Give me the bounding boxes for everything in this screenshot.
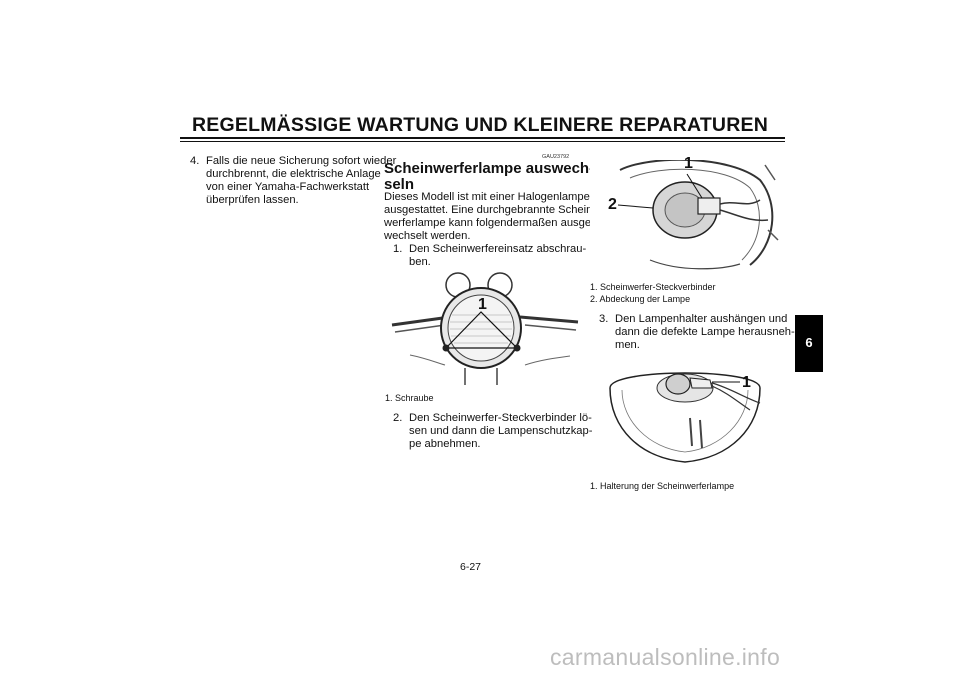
figure1-callout: 1 <box>478 296 487 313</box>
chapter-tab: 6 <box>795 315 823 372</box>
figure2-caption-2: 2. Abdeckung der Lampe <box>590 294 691 304</box>
step3-number: 3. <box>599 313 609 325</box>
intro-line-3: werferlampe kann folgendermaßen ausge- <box>384 217 595 229</box>
step2-line-3: pe abnehmen. <box>409 438 481 450</box>
step3-line-1: Den Lampenhalter aushängen und <box>615 313 788 325</box>
item4-line-1: Falls die neue Sicherung sofort wieder <box>206 155 397 167</box>
header-rule <box>180 137 785 139</box>
intro-line-4: wechselt werden. <box>384 230 471 242</box>
watermark: carmanualsonline.info <box>550 644 781 670</box>
figure2-caption-1: 1. Scheinwerfer-Steckverbinder <box>590 282 716 292</box>
figure-bulb-holder <box>600 358 770 468</box>
step2-number: 2. <box>393 412 403 424</box>
figure3-caption: 1. Halterung der Scheinwerferlampe <box>590 481 735 491</box>
item4-number: 4. <box>190 155 200 167</box>
step2-line-1: Den Scheinwerfer-Steckverbinder lö- <box>409 412 592 424</box>
figure1-caption: 1. Schraube <box>385 393 434 403</box>
figure2-callout-2: 2 <box>608 196 617 213</box>
section-code: GAU23792 <box>542 154 570 160</box>
intro-line-2: ausgestattet. Eine durchgebrannte Schein… <box>384 204 597 216</box>
item4-line-3: von einer Yamaha-Fachwerkstatt <box>206 181 370 193</box>
figure2-callout-1: 1 <box>684 155 693 172</box>
step1-line-2: ben. <box>409 256 431 268</box>
step2-line-2: sen und dann die Lampenschutzkap- <box>409 425 593 437</box>
figure3-callout: 1 <box>742 374 751 391</box>
section-title-line-1: Scheinwerferlampe auswech- <box>384 160 595 177</box>
step3-line-2: dann die defekte Lampe herausneh- <box>615 326 795 338</box>
step3-line-3: men. <box>615 339 640 351</box>
section-title-line-2: seln <box>384 176 415 193</box>
figure-connector-cover <box>590 160 780 272</box>
page-title: REGELMÄSSIGE WARTUNG UND KLEINERE REPARA… <box>192 114 768 136</box>
header-rule-thin <box>180 141 785 142</box>
item4-line-2: durchbrennt, die elektrische Anlage <box>206 168 381 180</box>
step1-line-1: Den Scheinwerfereinsatz abschrau- <box>409 243 587 255</box>
item4-line-4: überprüfen lassen. <box>206 194 299 206</box>
figure-headlight-screws <box>390 270 580 388</box>
intro-line-1: Dieses Modell ist mit einer Halogenlampe <box>384 191 590 203</box>
page-number: 6-27 <box>460 561 482 573</box>
step1-number: 1. <box>393 243 403 255</box>
